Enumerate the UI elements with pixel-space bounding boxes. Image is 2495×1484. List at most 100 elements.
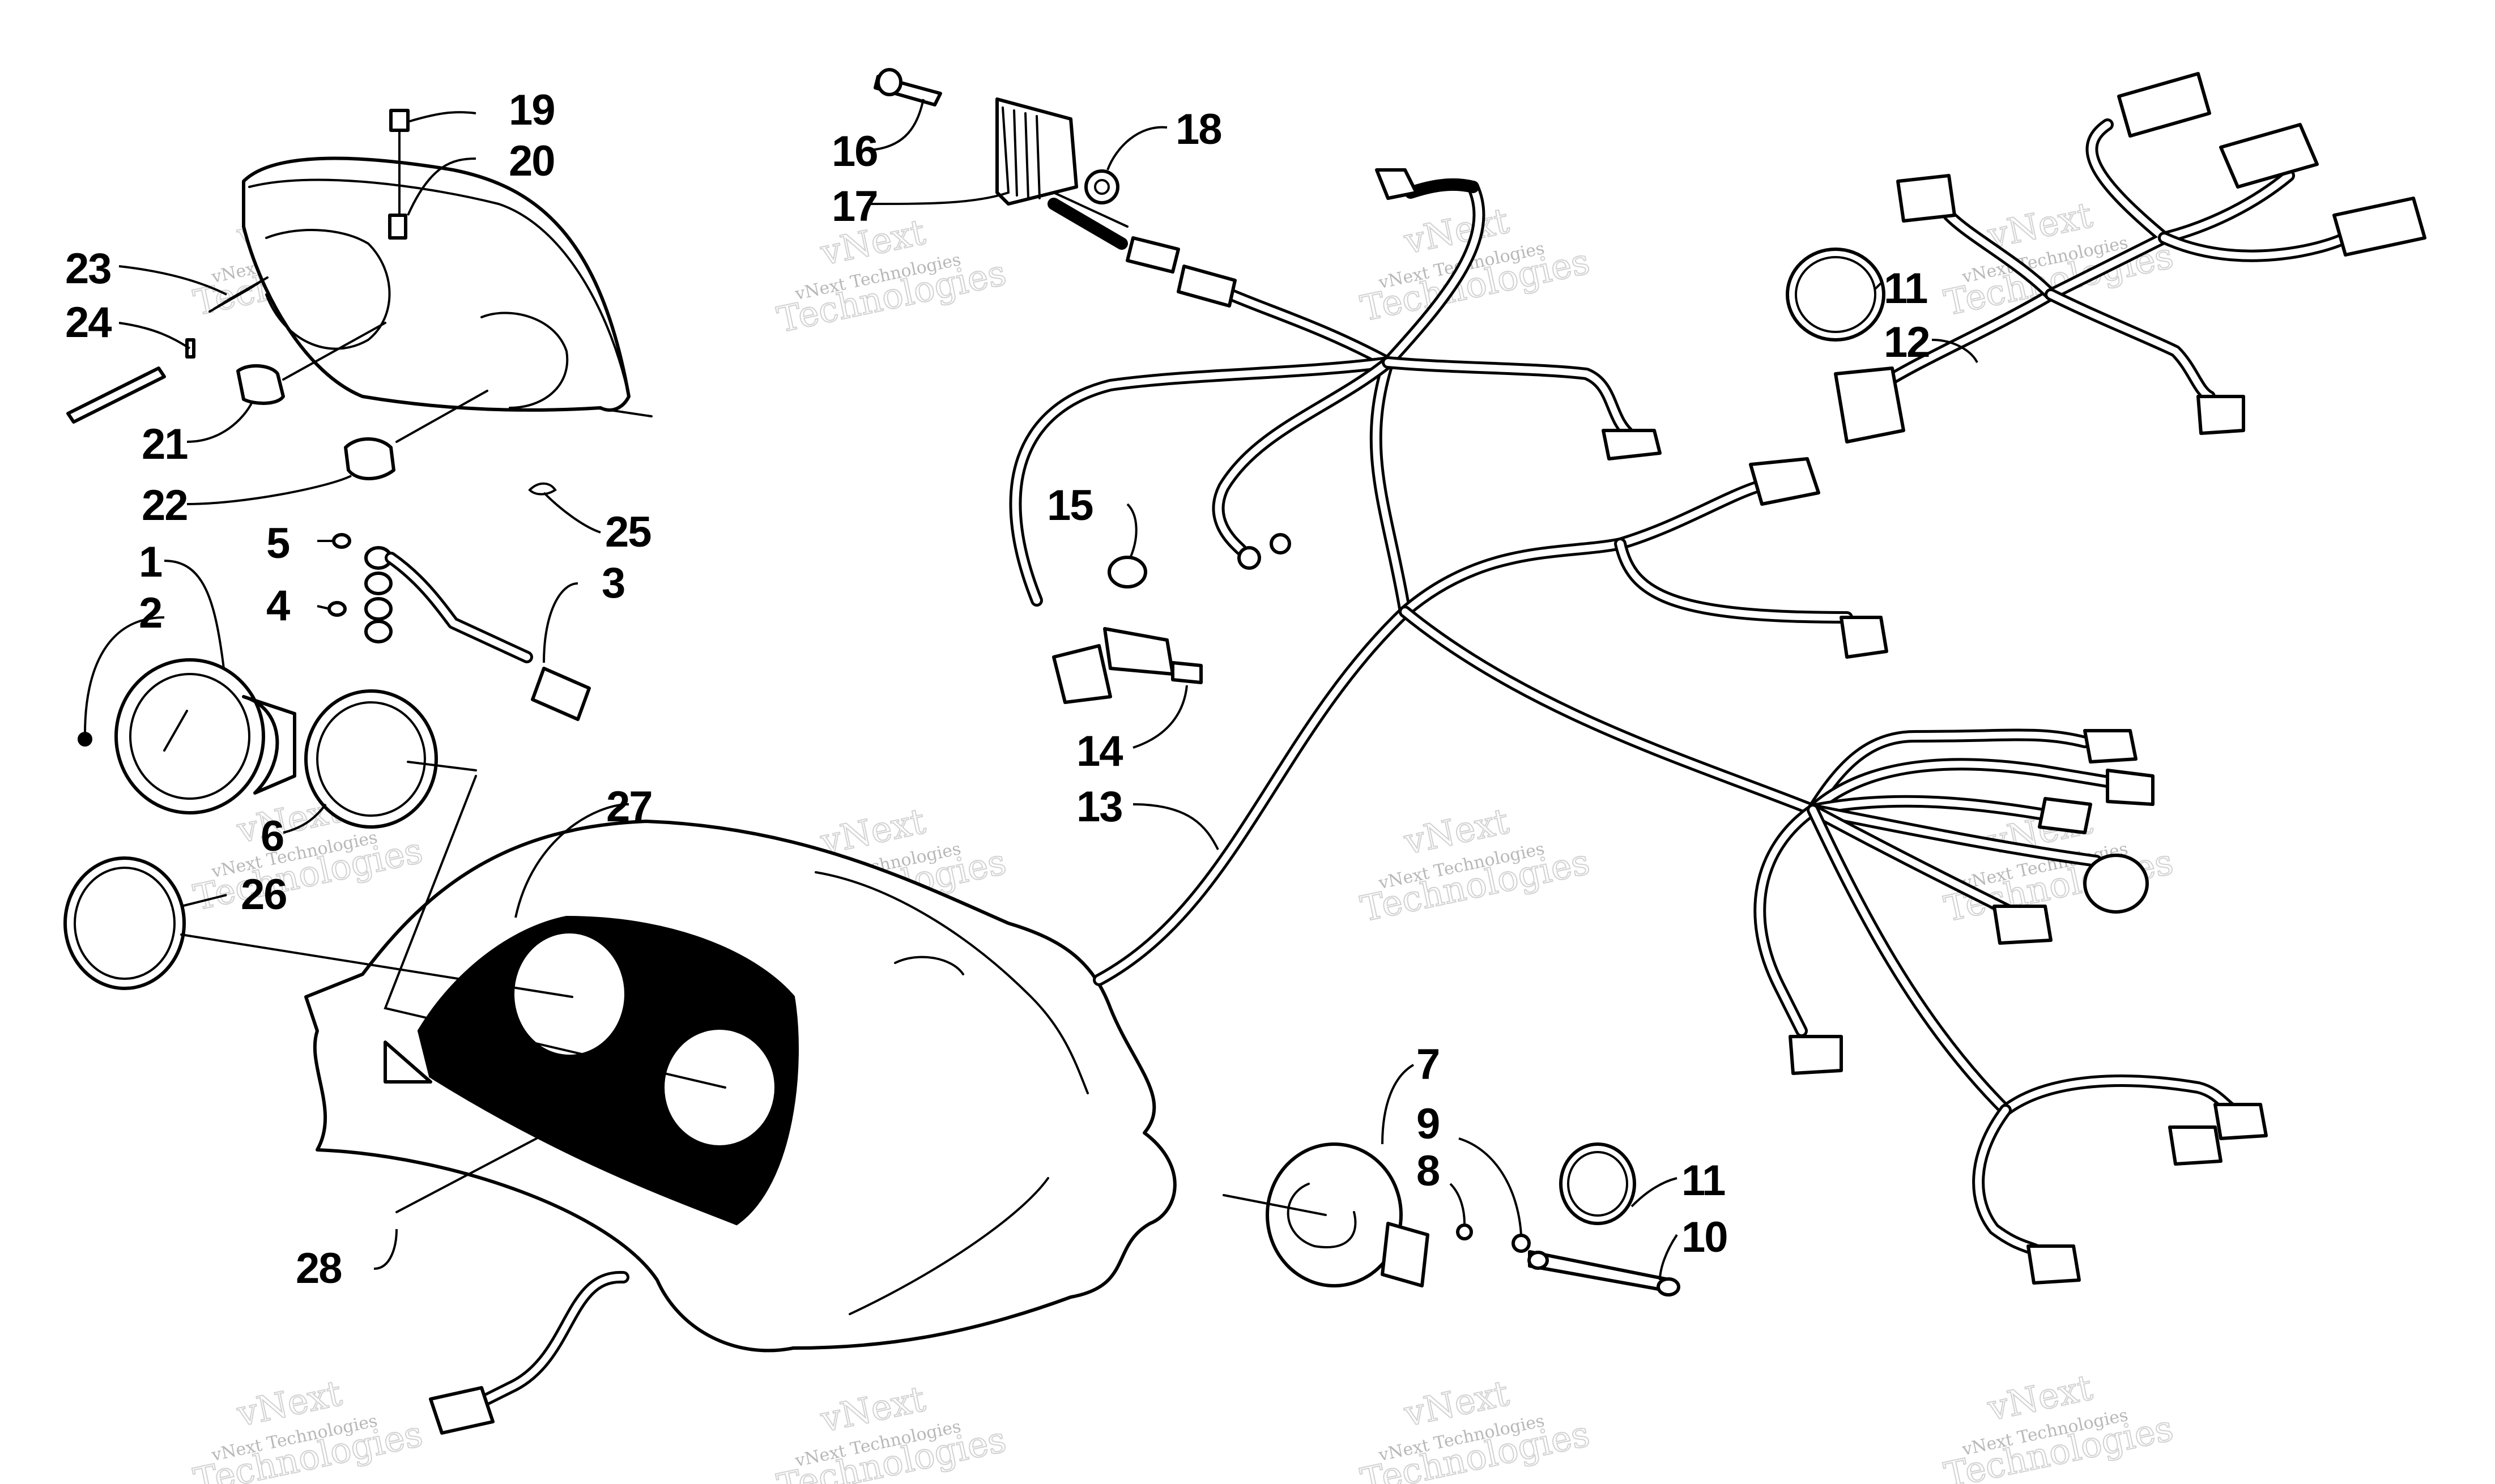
callout-21: 21: [142, 420, 188, 468]
watermark: vNext vNext Technologies Technologies: [1356, 800, 1594, 931]
h12-connector-b: [2117, 72, 2211, 138]
callout-14: 14: [1076, 727, 1123, 775]
dash-connector: [429, 1386, 495, 1435]
harness-loop-left-inner: [1012, 359, 1391, 604]
socket-21-line: [282, 322, 386, 381]
bulb-socket-21: [236, 364, 285, 405]
leader-25: [543, 492, 601, 534]
leader-12: [1931, 339, 1978, 363]
leader-22: [186, 475, 352, 505]
leader-9: [1458, 1137, 1522, 1235]
leader-13: [1132, 803, 1219, 850]
callout-22: 22: [142, 481, 188, 530]
callout-12: 12: [1884, 318, 1930, 366]
h12-branch-inner: [2161, 172, 2292, 241]
leader-3: [543, 582, 578, 663]
hub-connector-2: [2106, 769, 2155, 806]
leader-11a: [1874, 282, 1882, 290]
h12-connector-c: [2219, 123, 2319, 189]
hub-branch-inner: [1809, 807, 2100, 864]
socket: [364, 572, 393, 595]
callout-16: 16: [832, 127, 878, 176]
gauge-face: [129, 673, 250, 800]
hub-branch-right-end: [1999, 1074, 2250, 1122]
h12-connector-d: [2332, 197, 2426, 257]
gauge-1: [114, 658, 265, 815]
watermark: vNext vNext Technologies Technologies: [189, 1372, 427, 1484]
leader-11b: [1630, 1177, 1677, 1208]
harness-branch-right-inner: [1402, 484, 1760, 615]
callout-18: 18: [1176, 105, 1221, 153]
leader-27: [514, 803, 629, 918]
ring-6: [304, 689, 438, 829]
clip-25: [528, 482, 557, 496]
hub-branch-inner: [1756, 807, 1816, 1034]
hub-branch-down: [1972, 1104, 2046, 1258]
callout-13: 13: [1076, 783, 1122, 831]
nut-18-hole: [1094, 179, 1110, 195]
callout-8: 8: [1416, 1147, 1439, 1195]
callout-27: 27: [606, 783, 652, 831]
hub-connector-4: [1992, 905, 2053, 945]
watermark: vNext vNext Technologies Technologies: [773, 211, 1010, 342]
h12-branch-inner: [2047, 121, 2168, 298]
hub-branch-inner: [1809, 798, 2054, 819]
relay-group: [874, 68, 1180, 274]
harness-branch-mid-inner: [1385, 359, 1635, 440]
callout-3: 3: [602, 559, 624, 607]
bulb-22: [344, 437, 395, 480]
gauge-window-left: [511, 930, 628, 1058]
leader-7: [1381, 1064, 1414, 1145]
leader-20: [407, 157, 476, 216]
gauge-housing: [242, 695, 296, 795]
headlight-lamp-left: [265, 229, 391, 350]
harness-connector-left: [1177, 265, 1237, 308]
headlight-rod: [594, 407, 653, 417]
harness-connector-right: [1749, 457, 1820, 506]
callout-23: 23: [65, 245, 111, 293]
callout-2: 2: [139, 589, 161, 637]
callout-1: 1: [139, 538, 162, 586]
harness-trunk-inner: [1096, 608, 1408, 983]
gauge-group: [63, 533, 591, 990]
leader-ring-6-a: [407, 761, 477, 771]
hub-connector-3: [2038, 797, 2092, 834]
leader-lines: [84, 99, 1978, 1281]
callout-28: 28: [296, 1244, 342, 1293]
ring-11-inner: [1795, 256, 1876, 333]
callout-6: 6: [261, 812, 283, 860]
leader-4: [317, 605, 330, 610]
h12-connector-main: [1834, 366, 1905, 444]
main-harness-13: [1009, 168, 1888, 986]
bezel-26-inner: [74, 867, 176, 980]
decal-28: [384, 1040, 432, 1084]
watermark: vNext vNext Technologies Technologies: [1356, 1372, 1594, 1484]
harness-branch-mid: [1382, 356, 1638, 442]
h12-branch-inner: [2161, 234, 2349, 259]
leader-6: [283, 803, 327, 834]
spring-23: [208, 276, 269, 313]
ring-terminal: [1270, 533, 1291, 555]
headlight-rim-line: [248, 178, 630, 398]
dash-lower-harness: [458, 1270, 629, 1417]
cowl-crease: [815, 871, 1089, 1094]
headlight-lamp-right: [480, 312, 569, 409]
harness-branch-lower-inner: [1617, 540, 1850, 621]
ring-6-inner: [316, 701, 426, 817]
leader-2: [84, 616, 165, 734]
relay-17-fins: [1002, 106, 1041, 199]
clip-19: [389, 109, 410, 132]
harness-branch-lower: [1614, 538, 1853, 624]
ring-11b: [1559, 1142, 1636, 1225]
h12-branch-inner: [1945, 212, 2054, 298]
ignition-switch: [2083, 854, 2149, 914]
cup-7-inner: [1287, 1183, 1357, 1248]
leader-14: [1132, 685, 1188, 749]
washer-8: [1456, 1223, 1473, 1240]
leader-15: [1126, 503, 1138, 558]
cowl-lower-line: [849, 1177, 1049, 1315]
hub-branch-inner: [1809, 761, 2111, 813]
headlight-lens: [242, 156, 631, 412]
fuse-holder-cap: [1052, 644, 1112, 704]
lower-right-harness: [1753, 728, 2268, 1285]
